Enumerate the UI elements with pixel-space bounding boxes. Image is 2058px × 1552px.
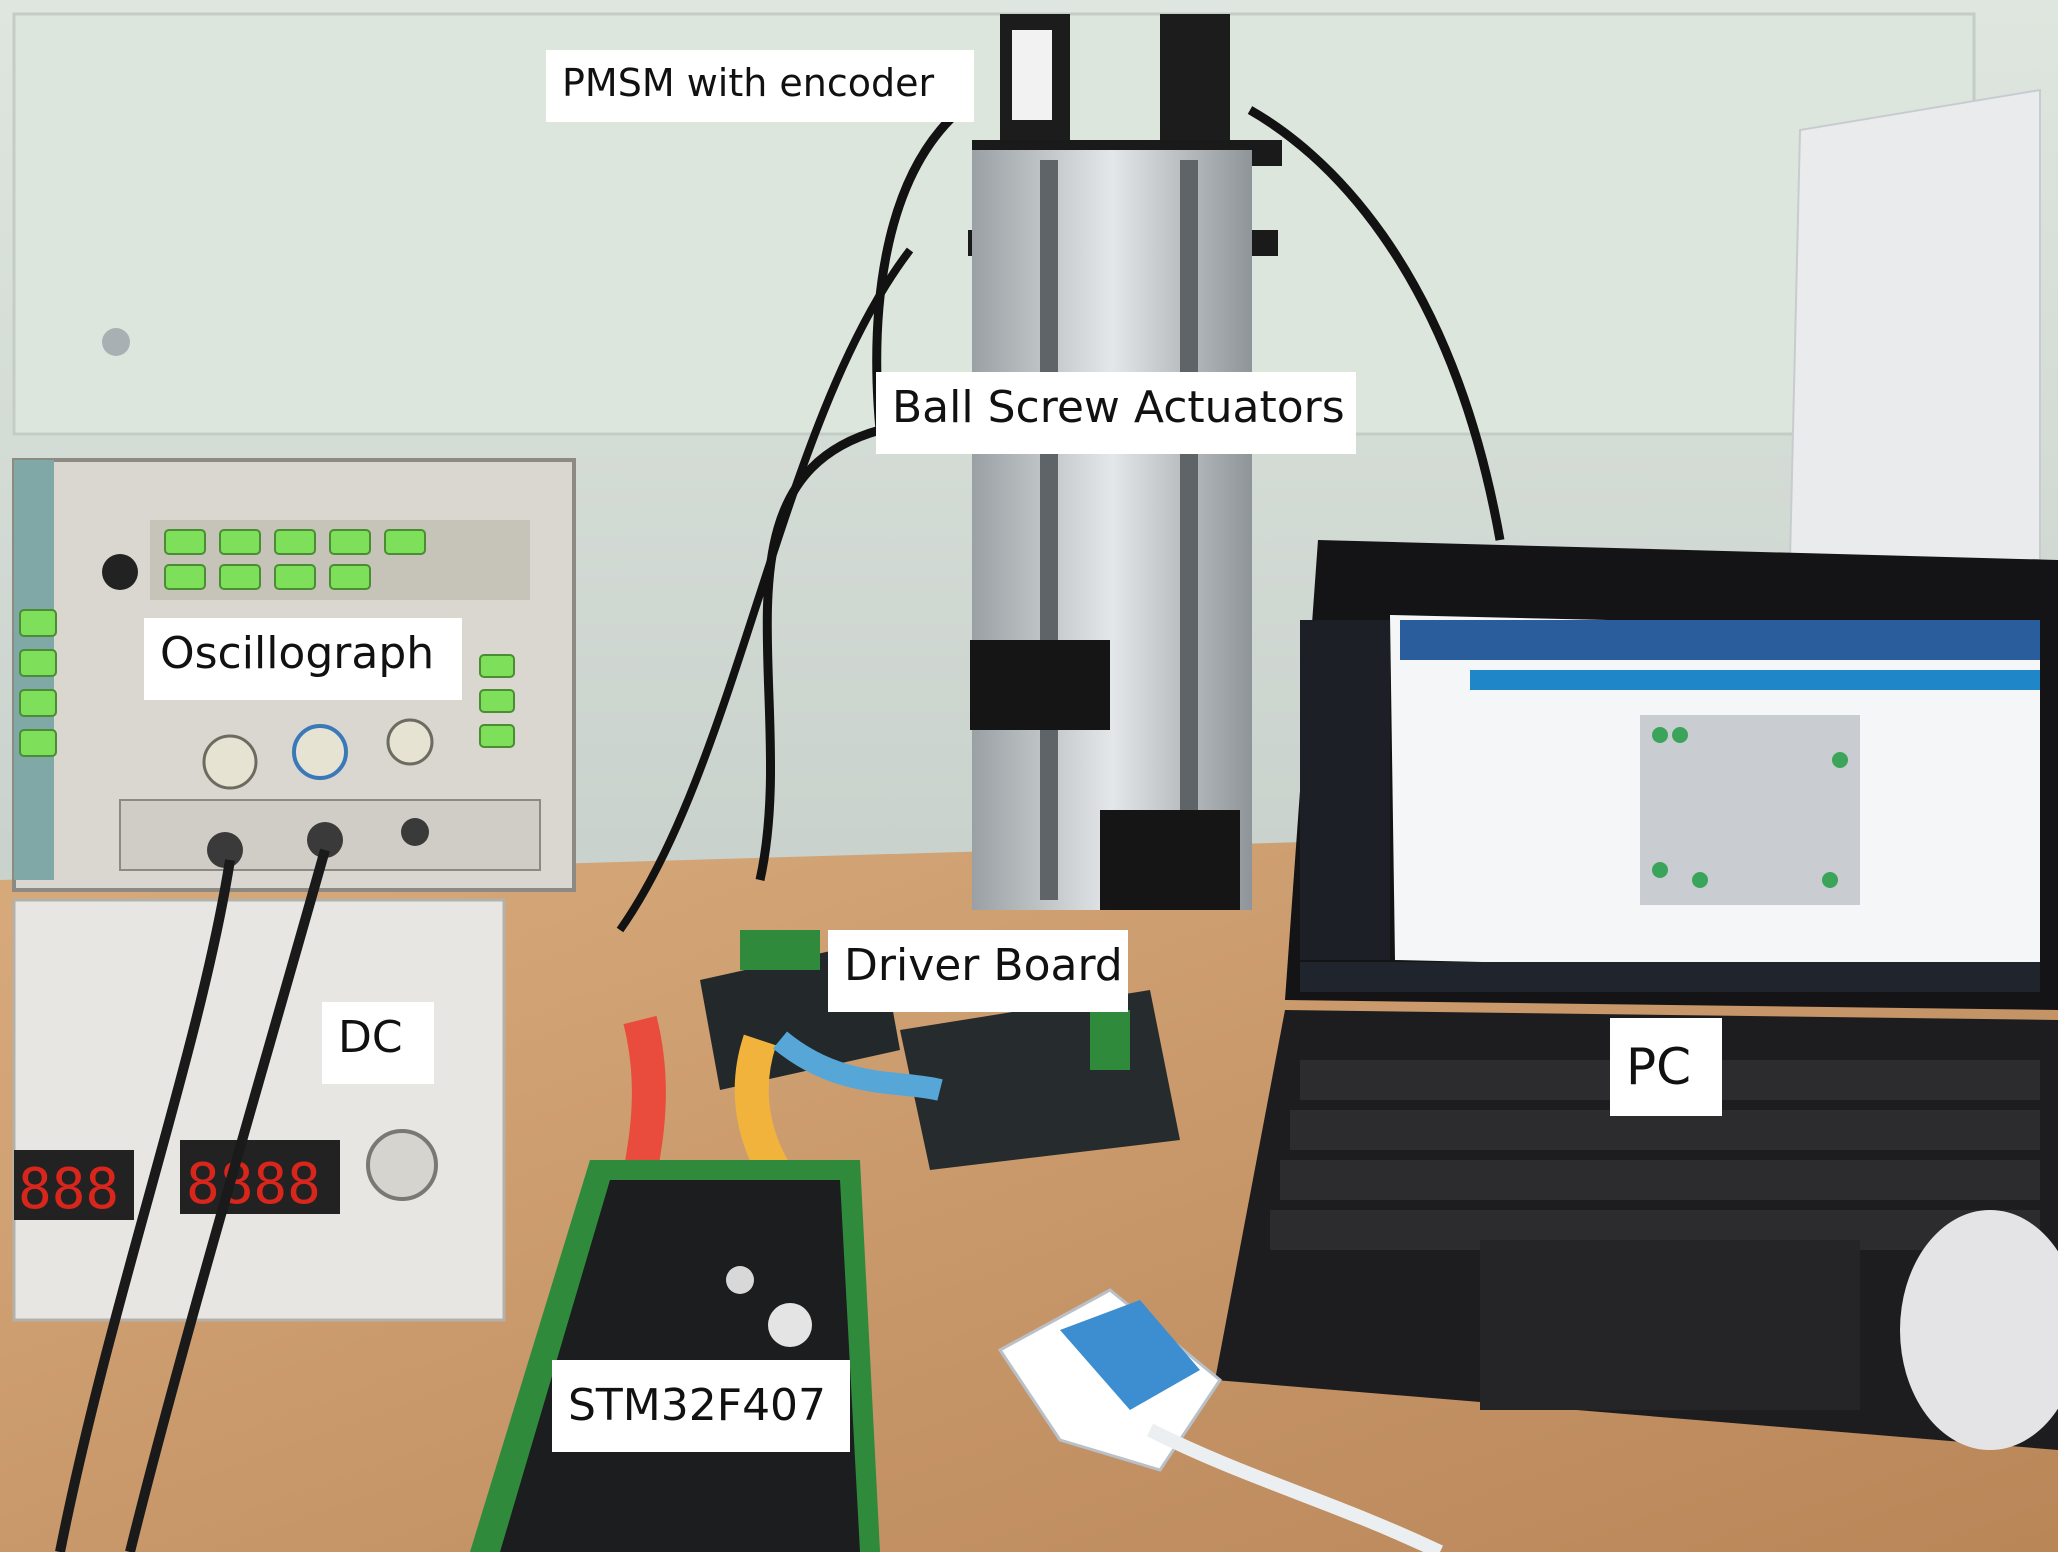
- label-pmsm-with-encoder: PMSM with encoder: [546, 50, 974, 122]
- whiteboard-bolt: [102, 328, 130, 356]
- laptop: [1215, 540, 2058, 1450]
- svg-text:888: 888: [18, 1157, 119, 1222]
- wall-panel: [1788, 88, 2041, 561]
- label-dc: DC: [322, 1002, 434, 1084]
- label-ball-screw-actuators: Ball Screw Actuators: [876, 372, 1356, 454]
- svg-text:8888: 8888: [186, 1152, 321, 1217]
- mouse: [1900, 1210, 2058, 1450]
- label-pc: PC: [1610, 1018, 1722, 1116]
- label-driver-board: Driver Board: [828, 930, 1128, 1012]
- dc-power-supply: 888 8888: [12, 898, 506, 1322]
- label-stm32f407: STM32F407: [552, 1360, 850, 1452]
- st-link: [997, 1288, 1443, 1552]
- ball-screw-actuators: [968, 14, 1282, 910]
- label-oscillograph: Oscillograph: [144, 618, 462, 700]
